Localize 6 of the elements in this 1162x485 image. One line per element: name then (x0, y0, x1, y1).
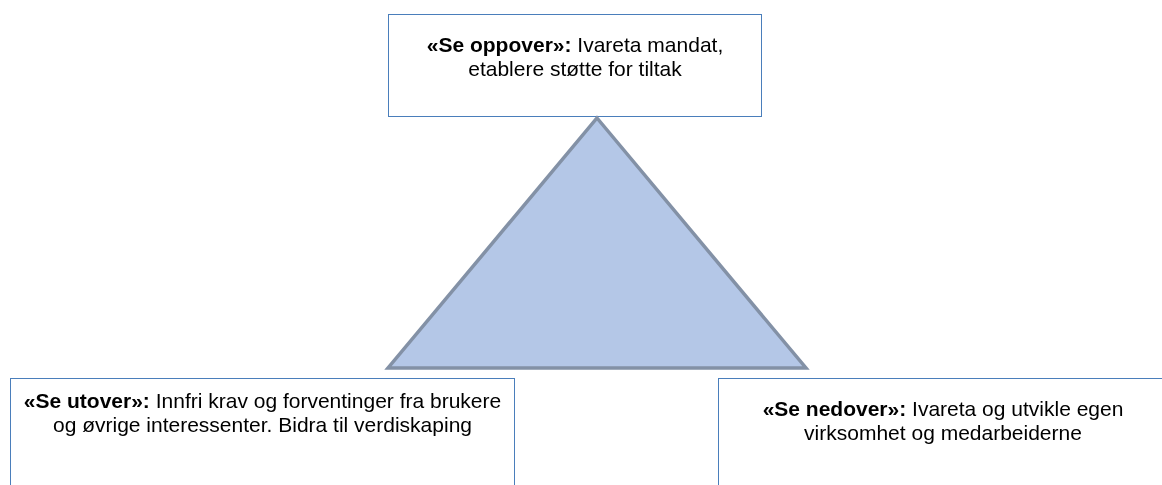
text-box (10, 378, 515, 485)
box-text: «Se nedover»: Ivareta og utvikle egen virksomhet og medarbeiderne (761, 397, 1125, 445)
text-box (388, 14, 762, 117)
box-text: «Se oppover»: Ivareta mandat, etablere støtte for tiltak (425, 33, 725, 81)
text-box (718, 378, 1162, 485)
box-text: «Se utover»: Innfri krav og forventinger fra brukere og øvrige interessenter. Bidra til verdiskaping (22, 389, 503, 437)
